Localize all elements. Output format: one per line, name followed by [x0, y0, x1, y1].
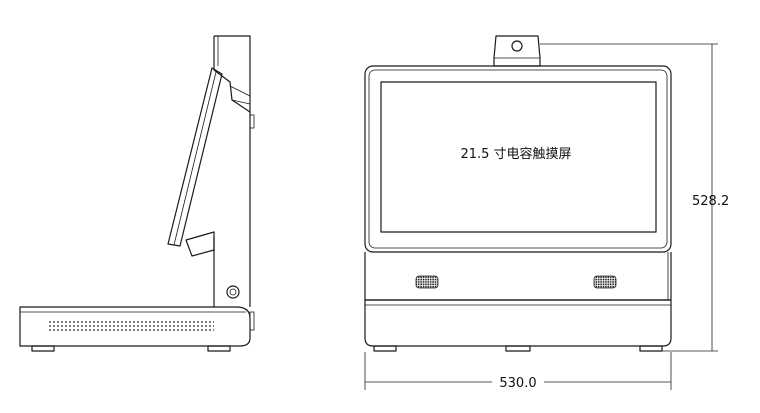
speaker-grille-icon — [593, 275, 617, 289]
height-dimension: 528.2 — [540, 43, 729, 352]
power-button-icon — [226, 285, 240, 299]
side-hinge-top — [213, 69, 251, 113]
front-view: 21.5 寸电容触摸屏 — [364, 35, 672, 352]
height-dimension-label: 528.2 — [692, 194, 729, 209]
width-dimension: 530.0 — [364, 352, 672, 391]
side-port-lower — [249, 311, 255, 331]
side-base — [19, 306, 251, 347]
side-hinge-detail — [229, 85, 251, 105]
front-monitor-bezel — [364, 65, 672, 253]
front-base — [364, 299, 672, 347]
side-support — [185, 231, 215, 257]
front-foot-center — [505, 345, 531, 352]
side-foot-left — [31, 345, 55, 352]
width-dimension-label: 530.0 — [499, 376, 536, 391]
front-stand-body — [364, 252, 672, 301]
side-vent-holes — [48, 319, 214, 331]
camera-icon — [493, 35, 541, 67]
front-foot-left — [373, 345, 397, 352]
side-port-upper — [249, 114, 255, 129]
screen-label: 21.5 寸电容触摸屏 — [460, 146, 571, 162]
side-column — [213, 35, 251, 307]
front-display-area — [380, 81, 657, 233]
side-view — [19, 35, 255, 352]
side-monitor-panel — [167, 67, 223, 247]
side-monitor-face — [173, 71, 217, 246]
speaker-grille-icon — [415, 275, 439, 289]
side-foot-right — [207, 345, 231, 352]
front-monitor-bezel-inner — [368, 69, 668, 249]
front-foot-right — [639, 345, 663, 352]
